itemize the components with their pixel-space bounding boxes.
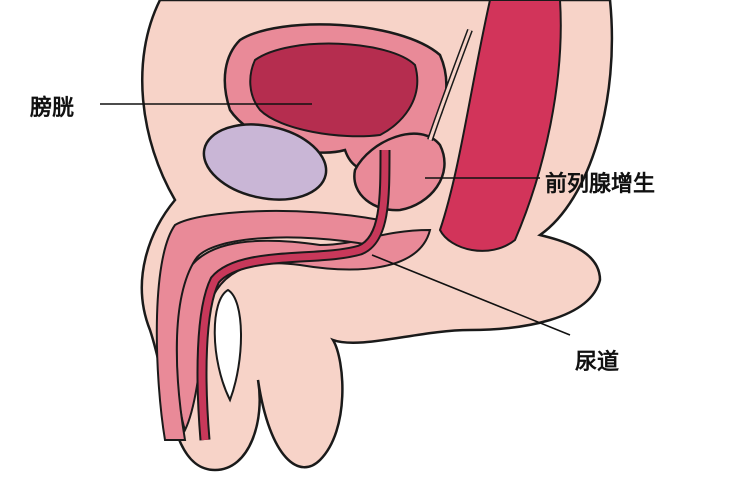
urethra-label: 尿道 (575, 350, 620, 375)
bladder-label: 膀胱 (30, 96, 75, 121)
corpus-spongiosum (175, 228, 432, 433)
urethra-leader-line (371, 254, 571, 336)
bladder-lumen (249, 42, 419, 138)
prostate (353, 132, 446, 212)
corpus-cavernosum (155, 209, 382, 441)
prostate-label: 前列腺增生 (545, 172, 656, 197)
pubic-bone (202, 123, 328, 201)
rectum (438, 0, 562, 252)
leg-gap (213, 288, 242, 403)
